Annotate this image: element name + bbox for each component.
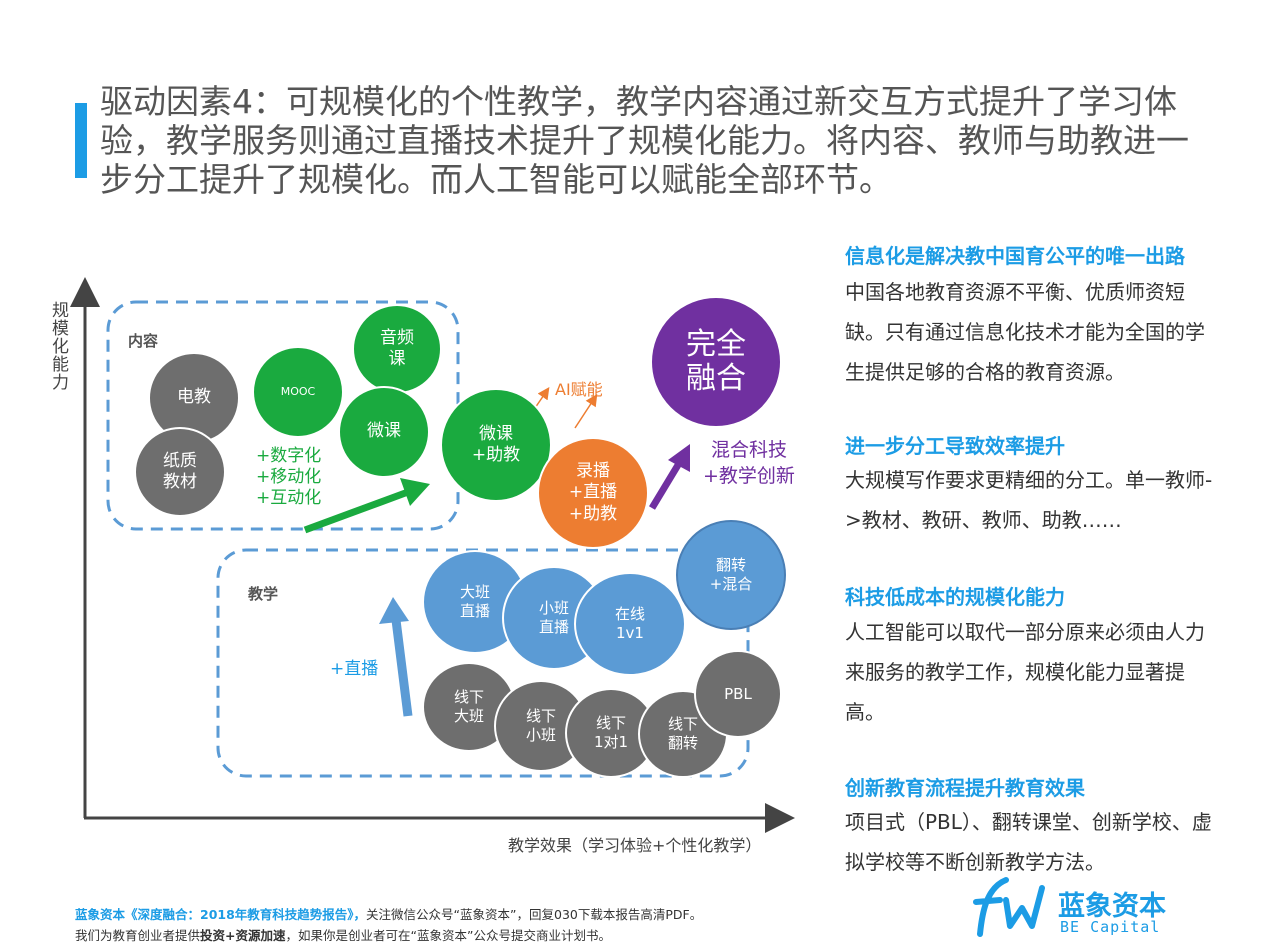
footer-line-1-text: 关注微信公众号“蓝象资本”，回复030下载本报告高清PDF。 [366, 907, 703, 922]
blue-arrow [391, 619, 413, 717]
node-zhizhi: 纸质 教材 [134, 427, 226, 517]
node-mooc: MOOC [252, 346, 344, 438]
logo-mark-icon [973, 877, 1045, 937]
node-xx-1v1: 线下 1对1 [565, 688, 657, 778]
annotation-ai: AI赋能 [555, 380, 603, 399]
footer-line-2-a: 我们为教育创业者提供 [75, 928, 201, 943]
annotation-mixed: 混合科技 +教学创新 [703, 439, 795, 487]
node-pbl: PBL [694, 650, 782, 738]
teaching-group-label: 教学 [248, 585, 279, 603]
page-title: 驱动因素4：可规模化的个性教学，教学内容通过新交互方式提升了学习体验，教学服务则… [100, 82, 1189, 199]
green-arrow [303, 488, 410, 534]
footer-line-2-b: ，如果你是创业者可在“蓝象资本”公众号提交商业计划书。 [285, 928, 611, 943]
node-yinpin: 音频 课 [352, 304, 442, 394]
footer-line-2-bold: 投资+资源加速 [200, 928, 286, 943]
sidebar-heading-3: 科技低成本的规模化能力 [845, 585, 1065, 609]
sidebar-body-4: 项目式（PBL）、翻转课堂、创新学校、虚拟学校等不断创新教学方法。 [845, 810, 1212, 874]
logo-sub: BE Capital [1060, 918, 1161, 936]
node-wanquan: 完全 融合 [650, 296, 782, 428]
title-accent-bar [75, 103, 87, 178]
footer-report-title: 蓝象资本《深度融合：2018年教育科技趋势报告》， [75, 907, 367, 922]
content-group-label: 内容 [128, 332, 159, 350]
annotation-live: +直播 [330, 659, 379, 679]
sidebar-body-3: 人工智能可以取代一部分原来必须由人力来服务的教学工作，规模化能力显著提高。 [845, 620, 1205, 724]
y-axis-label: 规模化能力 [52, 301, 69, 393]
node-fanzhuan: 翻转 +混合 [676, 520, 786, 630]
sidebar-heading-1: 信息化是解决教中国育公平的唯一出路 [845, 244, 1185, 268]
footer-line-2: 我们为教育创业者提供投资+资源加速，如果你是创业者可在“蓝象资本”公众号提交商业… [75, 925, 611, 944]
node-lubo: 录播 +直播 +助教 [537, 437, 649, 549]
node-zaixian: 在线 1v1 [574, 572, 686, 676]
purple-arrow [649, 463, 681, 510]
node-weike: 微课 [338, 386, 430, 478]
annotation-digital: +数字化 +移动化 +互动化 [256, 446, 322, 508]
sidebar-body-2: 大规模写作要求更精细的分工。单一教师->教材、教研、教师、助教…… [845, 468, 1213, 532]
ai-arrow-right [574, 393, 598, 429]
node-weike-zhujiao: 微课 +助教 [440, 388, 552, 502]
sidebar-heading-4: 创新教育流程提升教育效果 [845, 776, 1085, 800]
x-axis-label: 教学效果（学习体验+个性化教学） [508, 836, 762, 855]
logo-name: 蓝象资本 [1058, 891, 1166, 922]
footer-line-1: 蓝象资本《深度融合：2018年教育科技趋势报告》，关注微信公众号“蓝象资本”，回… [75, 904, 702, 923]
sidebar-heading-2: 进一步分工导致效率提升 [845, 434, 1065, 458]
sidebar-body-1: 中国各地教育资源不平衡、优质师资短缺。只有通过信息化技术才能为全国的学生提供足够… [845, 280, 1205, 384]
